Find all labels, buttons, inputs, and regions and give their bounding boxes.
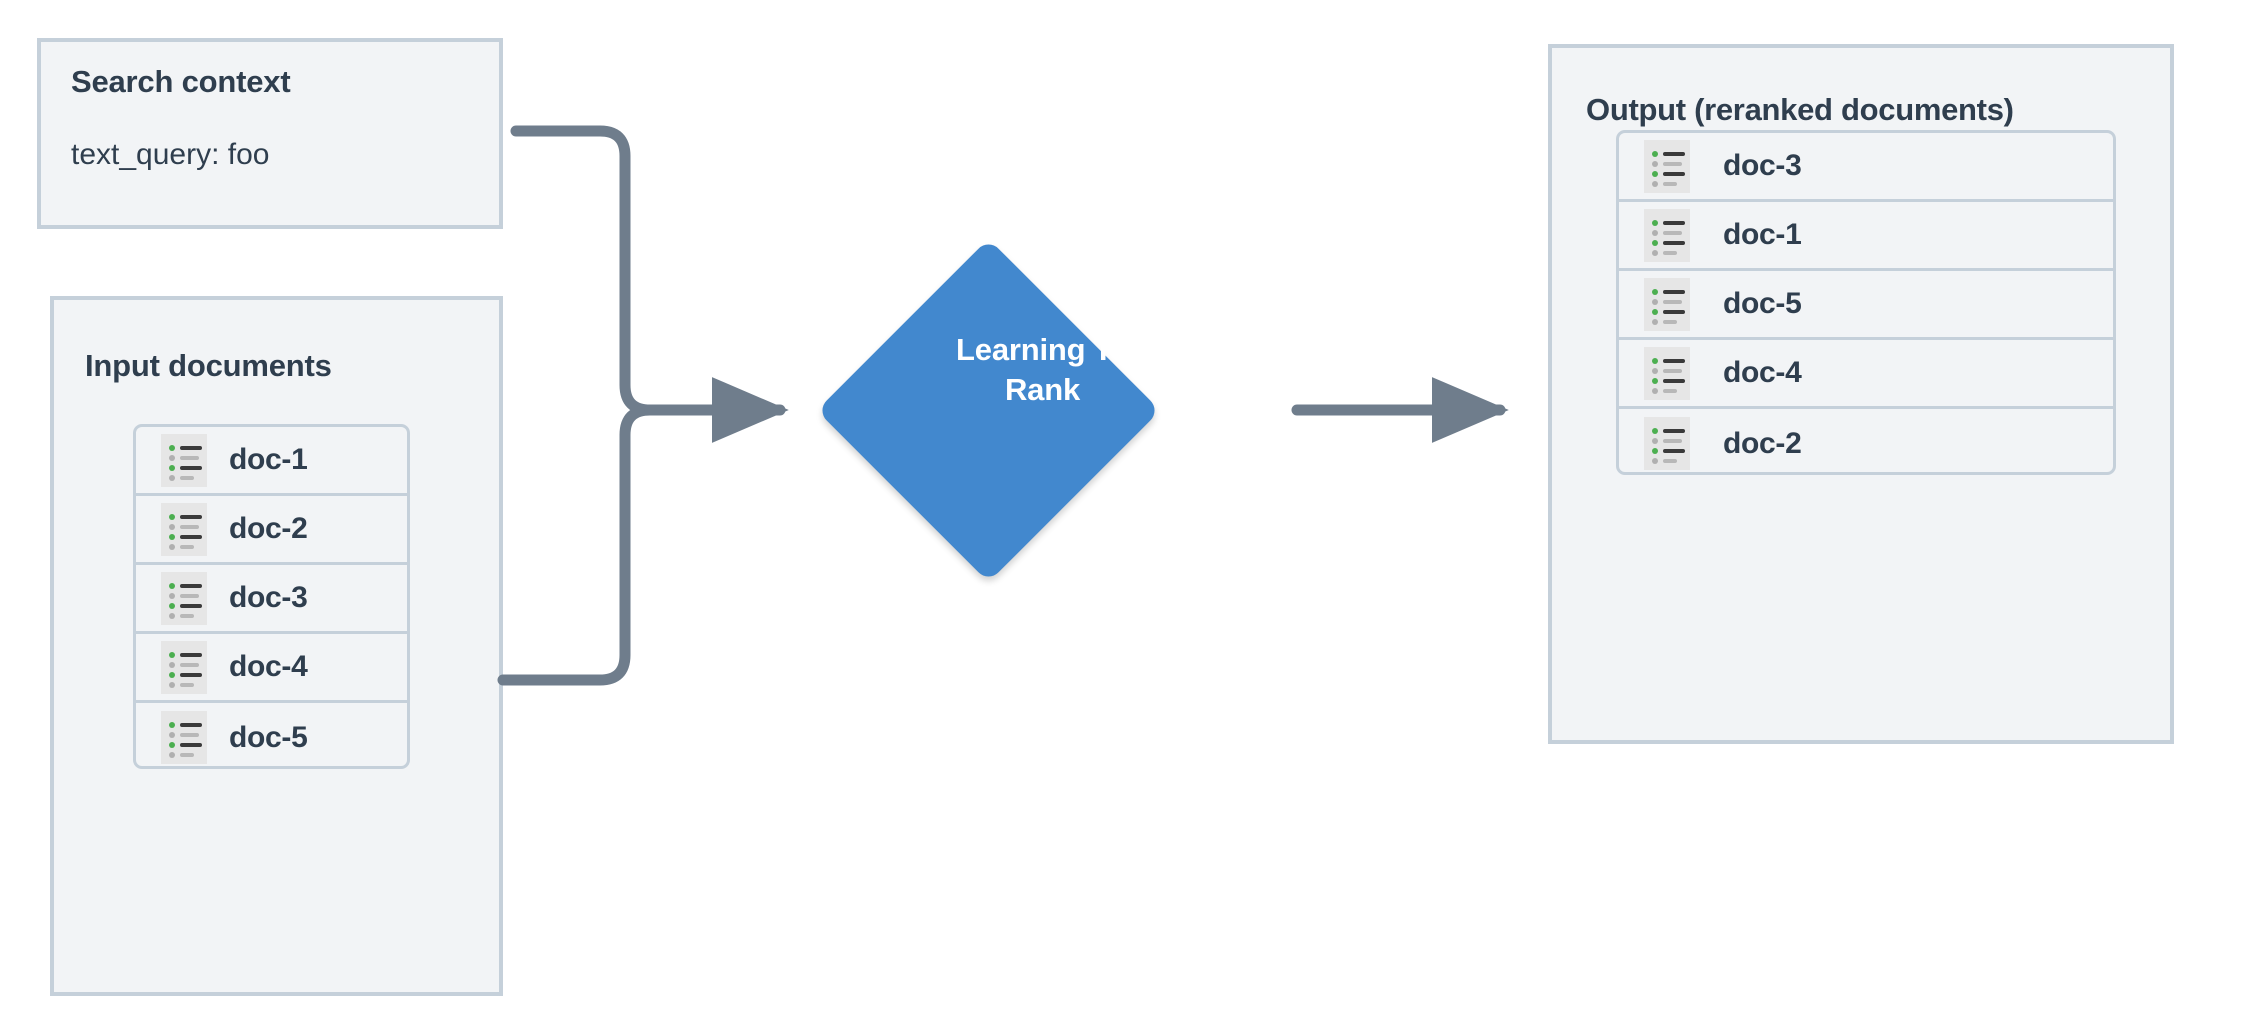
document-list-icon: [161, 640, 207, 694]
document-list-item[interactable]: doc-5: [136, 703, 407, 766]
document-label: doc-5: [229, 720, 308, 754]
document-list-item[interactable]: doc-2: [1619, 409, 2113, 472]
document-label: doc-5: [1723, 287, 1802, 320]
connector-input-documents-to-ltr: [497, 404, 696, 686]
document-list-item[interactable]: doc-1: [1619, 202, 2113, 271]
document-list-item[interactable]: doc-3: [136, 565, 407, 634]
document-list-item[interactable]: doc-3: [1619, 133, 2113, 202]
document-label: doc-2: [1723, 426, 1802, 460]
document-list-icon: [1644, 417, 1690, 470]
document-list-item[interactable]: doc-1: [136, 427, 407, 496]
document-label: doc-2: [229, 512, 308, 545]
document-label: doc-4: [229, 650, 308, 683]
document-label: doc-1: [1723, 218, 1802, 251]
document-list-item[interactable]: doc-5: [1619, 271, 2113, 340]
document-list-item[interactable]: doc-4: [1619, 340, 2113, 409]
document-label: doc-1: [229, 443, 308, 476]
output-title: Output (reranked documents): [1586, 92, 2014, 127]
document-list-icon: [1644, 139, 1690, 193]
input-document-list: doc-1 doc-2 doc-3 doc-4 doc-5: [133, 424, 410, 769]
search-context-panel: Search context text_query: foo: [37, 38, 503, 229]
document-list-icon: [1644, 346, 1690, 400]
document-list-icon: [1644, 208, 1690, 262]
document-list-icon: [161, 571, 207, 625]
document-list-icon: [161, 502, 207, 556]
document-label: doc-3: [229, 581, 308, 614]
document-list-item[interactable]: doc-2: [136, 496, 407, 565]
document-list-item[interactable]: doc-4: [136, 634, 407, 703]
search-context-query-text: text_query: foo: [71, 138, 270, 171]
document-list-icon: [1644, 277, 1690, 331]
input-documents-title: Input documents: [85, 348, 332, 383]
document-label: doc-4: [1723, 356, 1802, 389]
connector-search-context-to-ltr: [510, 125, 696, 416]
document-label: doc-3: [1723, 149, 1802, 182]
learning-to-rank-node[interactable]: [816, 238, 1161, 583]
search-context-title: Search context: [71, 64, 291, 99]
document-list-icon: [161, 433, 207, 487]
document-list-icon: [161, 711, 207, 764]
output-document-list: doc-3 doc-1 doc-5 doc-4 doc-2: [1616, 130, 2116, 475]
